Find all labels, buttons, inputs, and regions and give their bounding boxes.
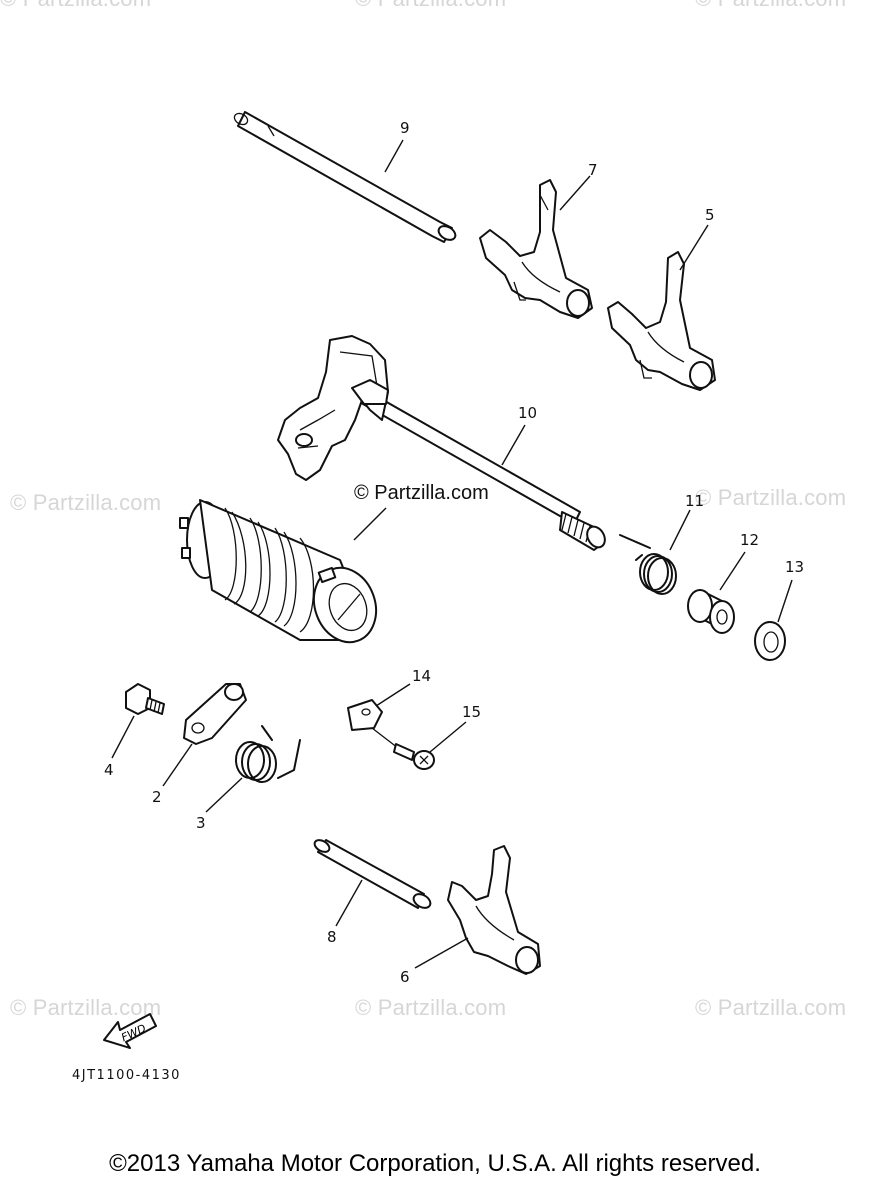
- leader-2: [162, 743, 193, 787]
- leader-8: [335, 879, 363, 927]
- fwd-label: FWD: [119, 1022, 148, 1045]
- leader-13: [777, 579, 793, 623]
- leader-9: [384, 139, 404, 173]
- part-4-bolt: [125, 683, 165, 715]
- part-13-oil-seal: [754, 621, 786, 661]
- watermark-top-left: © Partzilla.com: [0, 0, 151, 12]
- watermark-mid-right: © Partzilla.com: [695, 485, 847, 510]
- leader-12: [719, 551, 746, 591]
- part-14-segment: [347, 699, 399, 749]
- callout-10: 10: [518, 404, 537, 422]
- watermark-bottom-center: © Partzilla.com: [355, 995, 507, 1020]
- callout-14: 14: [412, 667, 431, 685]
- shift-drum: [179, 499, 378, 644]
- callout-11: 11: [685, 492, 704, 510]
- leader-5: [679, 224, 709, 271]
- part-5-shift-fork: [607, 251, 716, 391]
- watermark-bottom-right: © Partzilla.com: [695, 995, 847, 1020]
- part-9-guide-bar: [233, 111, 457, 243]
- leader-15: [429, 721, 467, 753]
- leader-4: [111, 715, 135, 759]
- leader-11: [669, 509, 691, 551]
- leader-14: [375, 683, 411, 707]
- leader-7: [559, 175, 591, 211]
- copyright-text: ©2013 Yamaha Motor Corporation, U.S.A. A…: [109, 1150, 761, 1177]
- watermark-mid-left: © Partzilla.com: [10, 490, 162, 515]
- watermark-bottom-left: © Partzilla.com: [10, 995, 162, 1020]
- callout-4: 4: [104, 761, 114, 779]
- callout-8: 8: [327, 928, 337, 946]
- part-11-spring: [619, 534, 677, 595]
- part-6-shift-fork: [447, 845, 541, 975]
- leader-drum: [353, 507, 387, 541]
- callout-6: 6: [400, 968, 410, 986]
- callout-7: 7: [588, 161, 598, 179]
- watermark-top-center: © Partzilla.com: [355, 0, 506, 12]
- part-12-collar: [687, 589, 735, 634]
- part-10-shift-shaft: [277, 335, 606, 551]
- leader-10: [501, 424, 526, 466]
- part-15-screw: [393, 743, 435, 770]
- callout-12: 12: [740, 531, 759, 549]
- part-8-guide-bar: [313, 839, 432, 909]
- leader-6: [414, 937, 469, 969]
- diagram-code: 4JT1100-4130: [72, 1068, 181, 1083]
- callout-5: 5: [705, 206, 715, 224]
- callout-2: 2: [152, 788, 162, 806]
- callout-15: 15: [462, 703, 481, 721]
- watermark-top-right: © Partzilla.com: [695, 0, 846, 12]
- part-2-stopper-lever: [183, 683, 247, 745]
- callout-9: 9: [400, 119, 410, 137]
- part-3-torsion-spring: [235, 725, 301, 783]
- part-7-shift-fork: [479, 179, 593, 319]
- callout-3: 3: [196, 814, 206, 832]
- watermark-center: © Partzilla.com: [352, 482, 491, 505]
- leader-3: [205, 777, 243, 813]
- callout-13: 13: [785, 558, 804, 576]
- fwd-arrow-icon: FWD: [103, 1013, 157, 1049]
